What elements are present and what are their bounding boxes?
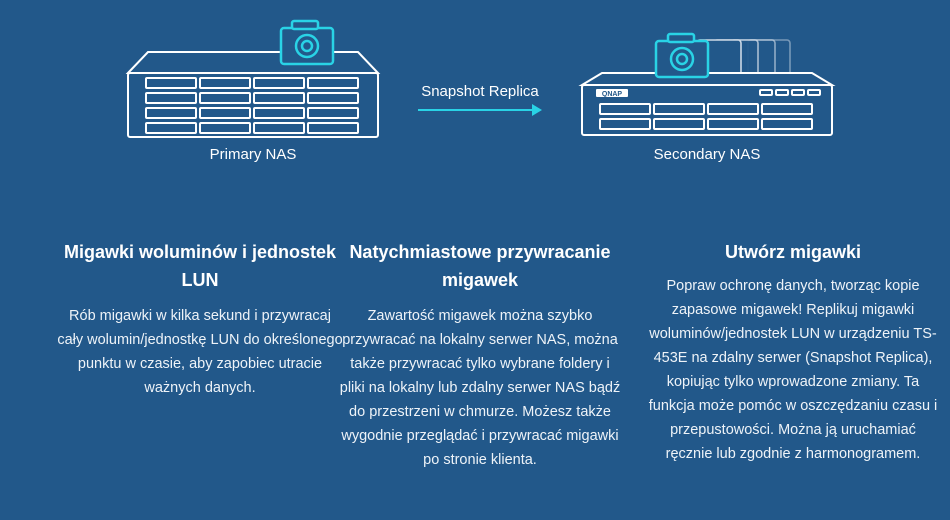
snapshot-replica-label: Snapshot Replica [421,83,539,100]
secondary-nas-label: Secondary NAS [653,146,761,163]
drive-bay [599,118,651,130]
feature-title: Migawki woluminów i jednostek LUN [63,242,337,290]
drive-bay [145,122,197,134]
drive-bay [199,107,251,119]
drive-bay [253,107,305,119]
feature-description: Popraw ochronę danych, tworząc kopie zap… [648,278,938,462]
primary-nas-icon [125,51,381,138]
primary-nas-label: Primary NAS [209,146,297,163]
feature-column-volume-snapshots: Migawki woluminów i jednostek LUN Rób mi… [55,238,345,400]
secondary-brand-logo: QNAP [602,91,623,98]
secondary-nas-icon [578,72,836,136]
drive-bay [307,107,359,119]
feature-description: Zawartość migawek można szybko przywraca… [339,308,621,468]
diagram-graphic: QNAP [125,19,836,138]
feature-description: Rób migawki w kilka sekund i przywracaj … [57,308,343,396]
camera-icon [654,32,710,79]
camera-icon [279,19,335,66]
drive-bay [145,77,197,89]
drive-bay [307,92,359,104]
drive-bay [253,77,305,89]
feature-title: Natychmiastowe przywracanie migawek [349,242,611,290]
drive-bay [199,92,251,104]
drive-bay [253,122,305,134]
drive-bay [199,77,251,89]
drive-bay [145,107,197,119]
snapshot-replica-diagram: QNAP Primary NAS Snapshot Replica Second… [0,0,950,190]
drive-bay [199,122,251,134]
feature-column-create-snapshots: Utwórz migawki Popraw ochronę danych, tw… [648,238,938,466]
drive-bay [707,103,759,115]
drive-bay [145,92,197,104]
drive-bay [307,122,359,134]
drive-bay [307,77,359,89]
drive-bay [653,118,705,130]
drive-bay [761,103,813,115]
arrow-right-icon [418,104,542,116]
drive-bay [599,103,651,115]
feature-column-instant-restore: Natychmiastowe przywracanie migawek Zawa… [338,238,622,472]
drive-bay [707,118,759,130]
drive-bay [761,118,813,130]
feature-title: Utwórz migawki [724,242,862,262]
drive-bay [253,92,305,104]
drive-bay [653,103,705,115]
